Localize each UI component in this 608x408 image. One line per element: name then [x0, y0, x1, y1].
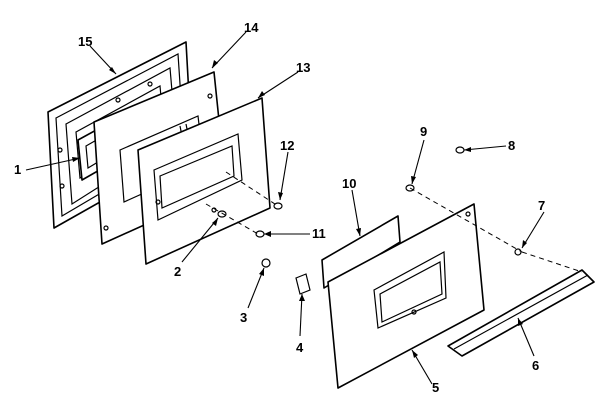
- callout-2: 2: [174, 264, 181, 279]
- part-4-bracket: [295, 273, 311, 295]
- alignment-lines: [205, 171, 583, 273]
- callout-8: 8: [508, 138, 515, 153]
- part-10-glass: [321, 215, 401, 289]
- part-3-screw: [261, 258, 271, 268]
- callout-11: 11: [312, 226, 326, 241]
- callout-10: 10: [342, 176, 356, 191]
- part-8-screw: [455, 146, 465, 154]
- callout-15: 15: [78, 34, 92, 49]
- callout-5: 5: [432, 380, 439, 395]
- callout-12: 12: [280, 138, 294, 153]
- callout-4: 4: [296, 340, 304, 355]
- part-12-screw: [273, 202, 283, 210]
- leader-lines: [25, 31, 545, 385]
- callout-labels: 15 14 13 1 12 11 2 3 4 10 9 8 7 6 5: [14, 20, 545, 395]
- part-11-screw: [255, 230, 265, 238]
- part-5-outer-door: [327, 203, 485, 389]
- part-6-handle: [447, 269, 595, 357]
- part-13-door-liner: [137, 97, 271, 265]
- callout-14: 14: [244, 20, 259, 35]
- callout-13: 13: [296, 60, 310, 75]
- part-2-clip: [217, 210, 227, 218]
- callout-7: 7: [538, 198, 545, 213]
- part-7-screw: [514, 248, 522, 256]
- callout-1: 1: [14, 162, 21, 177]
- callout-6: 6: [532, 358, 539, 373]
- callout-9: 9: [420, 124, 427, 139]
- callout-3: 3: [240, 310, 247, 325]
- fasteners: [217, 146, 522, 295]
